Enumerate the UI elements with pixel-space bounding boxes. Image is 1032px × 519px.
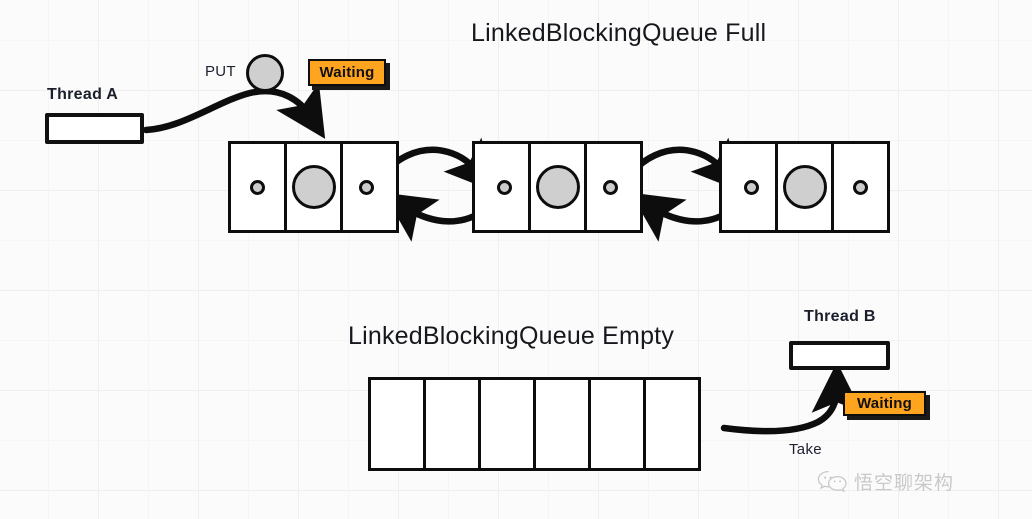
empty-cell-3 — [478, 377, 536, 471]
thread-a-box[interactable] — [45, 113, 144, 144]
thread-a-label: Thread A — [47, 86, 119, 103]
page-title-full: LinkedBlockingQueue Full — [471, 19, 767, 47]
watermark: 悟空聊架构 — [817, 468, 954, 495]
thread-b-waiting-badge: Waiting — [843, 391, 926, 416]
node-1-next-cell — [340, 141, 399, 233]
empty-cell-1 — [368, 377, 426, 471]
empty-queue[interactable] — [368, 377, 701, 471]
put-arrow — [142, 82, 326, 139]
node-3-next-cell — [831, 141, 890, 233]
thread-a-waiting-badge: Waiting — [308, 59, 386, 86]
put-item-circle — [246, 54, 284, 92]
queue-node-3[interactable] — [719, 141, 890, 233]
node-2-prev-pointer — [497, 179, 512, 195]
node-2-prev-cell — [472, 141, 531, 233]
node-2-next-pointer — [603, 179, 618, 195]
thread-b-box[interactable] — [789, 341, 890, 370]
node-1-prev-cell — [228, 141, 287, 233]
node-2-data-cell — [528, 141, 587, 233]
put-label: PUT — [205, 63, 236, 80]
node-1-next-pointer — [359, 179, 374, 195]
empty-cell-4 — [533, 377, 591, 471]
node-1-prev-pointer — [250, 179, 265, 195]
node-3-next-pointer — [853, 179, 868, 195]
empty-cell-2 — [423, 377, 481, 471]
node-2-next-cell — [584, 141, 643, 233]
thread-b-label: Thread B — [804, 308, 876, 325]
empty-cell-6 — [643, 377, 701, 471]
empty-cell-5 — [588, 377, 646, 471]
node-3-data-circle — [782, 165, 827, 209]
node-3-prev-cell — [719, 141, 778, 233]
node-1-data-cell — [284, 141, 343, 233]
queue-node-2[interactable] — [472, 141, 643, 233]
watermark-text: 悟空聊架构 — [854, 472, 955, 494]
take-label: Take — [789, 441, 822, 458]
node-3-data-cell — [775, 141, 834, 233]
node-3-prev-pointer — [744, 179, 759, 195]
wechat-icon — [817, 470, 847, 492]
queue-node-1[interactable] — [228, 141, 399, 233]
take-arrow — [720, 362, 863, 435]
node-1-data-circle — [291, 165, 336, 209]
node-2-data-circle — [535, 165, 580, 209]
page-title-empty: LinkedBlockingQueue Empty — [348, 322, 675, 350]
